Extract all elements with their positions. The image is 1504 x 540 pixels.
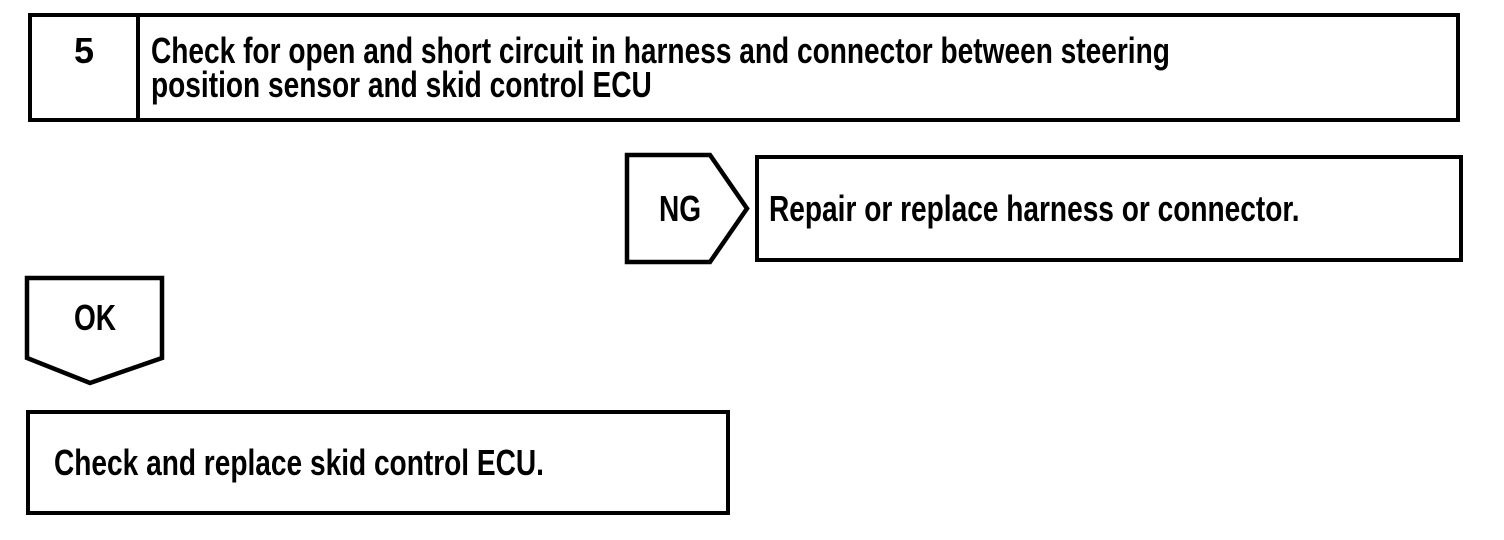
step-number: 5: [73, 30, 95, 71]
ng-connector-label: NG: [627, 155, 733, 262]
step-title-line-1: Check for open and short circuit in harn…: [151, 30, 1170, 71]
step-title: Check for open and short circuit in harn…: [140, 17, 1457, 118]
ng-action-box: Repair or replace harness or connector.: [755, 155, 1463, 262]
step-title-line-2: position sensor and skid control ECU: [151, 64, 652, 105]
step-header-box: 5 Check for open and short circuit in ha…: [28, 13, 1460, 122]
ok-connector-label: OK: [27, 278, 162, 358]
ok-arrow-shape: [24, 275, 165, 386]
ng-arrow-shape: [624, 152, 751, 265]
ng-pentagon-icon: [624, 152, 750, 265]
step-number-cell: 5: [32, 17, 140, 118]
ng-label-text: NG: [658, 187, 702, 229]
ng-action-text: Repair or replace harness or connector.: [769, 187, 1300, 229]
ok-action-text: Check and replace skid control ECU.: [54, 441, 544, 483]
ok-pentagon-icon: [24, 275, 165, 386]
ok-label-text: OK: [73, 297, 116, 338]
ok-action-box: Check and replace skid control ECU.: [26, 410, 730, 515]
